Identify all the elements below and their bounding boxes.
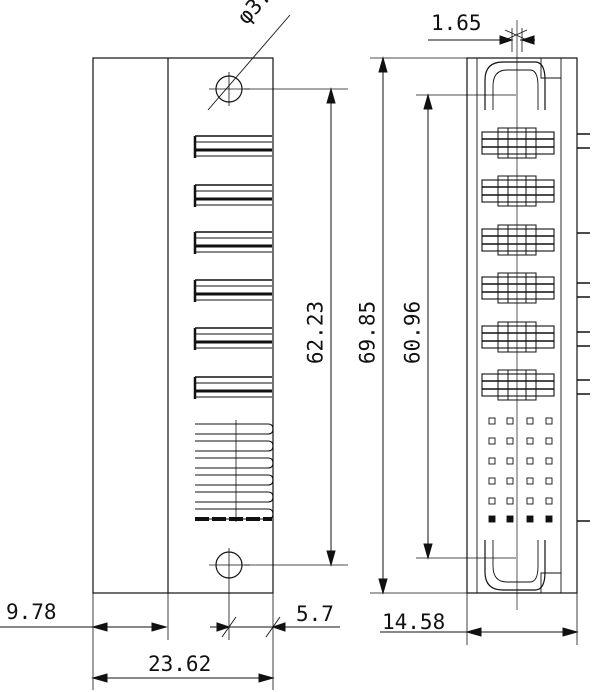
left-offset-label: 9.78 [6, 600, 57, 624]
contact-module [481, 127, 555, 159]
contact-span-label: 60.96 [400, 300, 425, 365]
pin-square [506, 417, 514, 425]
pin-square [506, 437, 514, 445]
slot-group [193, 135, 272, 158]
bottom-boss [484, 540, 546, 591]
pin-square [488, 457, 496, 465]
pitch-offset-label: 1.65 [431, 11, 482, 35]
slot-group [193, 376, 272, 399]
overall-width-label: 23.62 [148, 652, 212, 676]
contact-module [481, 224, 555, 256]
pin-square [545, 497, 553, 505]
pin-square [545, 417, 553, 425]
pin-square [506, 457, 514, 465]
pin-square [545, 515, 553, 523]
pin-square [488, 477, 496, 485]
side-view-outline [466, 57, 578, 594]
pin-square [488, 417, 496, 425]
contact-module [481, 369, 555, 401]
pin-square [506, 497, 514, 505]
slot-group [193, 279, 272, 302]
slot-group [193, 184, 272, 207]
pin-square [545, 437, 553, 445]
contact-module [481, 272, 555, 304]
pin-square [488, 515, 496, 523]
pin-square [526, 437, 534, 445]
side-contact-modules [481, 127, 555, 401]
pin-square [526, 497, 534, 505]
pin-square [506, 477, 514, 485]
top-boss [484, 61, 546, 110]
contact-module [481, 175, 555, 207]
pin-square [545, 477, 553, 485]
pin-grid [488, 417, 553, 523]
overall-height-label: 69.85 [355, 300, 380, 365]
contact-slot-groups [193, 135, 272, 521]
pin-square [526, 515, 534, 523]
hole-spacing-label: 62.23 [303, 300, 328, 365]
pin-square [526, 417, 534, 425]
hole-edge-offset-label: 5.7 [296, 602, 334, 626]
pin-square [526, 457, 534, 465]
slot-group [193, 231, 272, 254]
pin-square [526, 477, 534, 485]
pin-square [488, 497, 496, 505]
diameter-leader [207, 14, 291, 111]
front-view-outline [92, 57, 274, 594]
pin-square [545, 457, 553, 465]
pin-square [506, 515, 514, 523]
pin-square [488, 437, 496, 445]
contact-module [481, 321, 555, 353]
side-depth-label: 14.58 [382, 610, 446, 634]
slot-group [193, 327, 272, 350]
